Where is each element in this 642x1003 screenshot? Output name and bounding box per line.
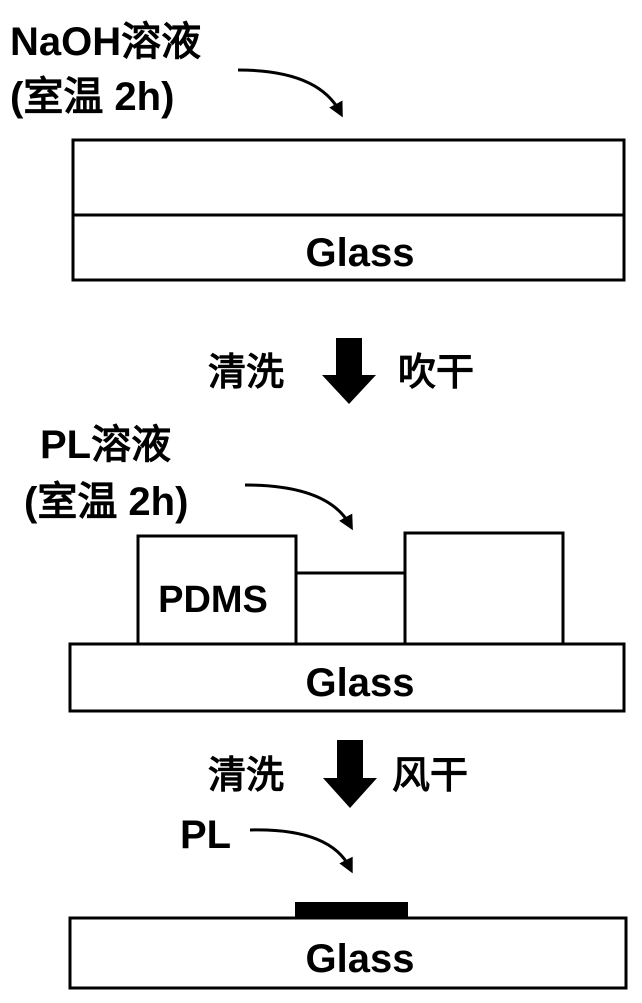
step1-condition-label: (室温 2h) — [10, 75, 174, 119]
step2-pdms-label: PDMS — [158, 579, 268, 621]
transition1-right-label: 吹干 — [398, 352, 474, 394]
transition1-left-label: 清洗 — [208, 352, 284, 394]
step3-pl-pattern — [295, 902, 408, 918]
transition2-down-arrow-icon — [323, 740, 377, 808]
transition2-left-label: 清洗 — [208, 755, 284, 797]
step3-curved-arrow — [250, 830, 350, 868]
step2-reagent-label: PL溶液 — [40, 423, 171, 467]
step3-glass-label: Glass — [306, 937, 415, 981]
step2-glass-label: Glass — [306, 661, 415, 705]
step2-pl-solution-channel — [296, 573, 405, 644]
step1-glass-label: Glass — [306, 231, 415, 275]
step2-pdms-block-right — [405, 533, 563, 644]
step1-reagent-label: NaOH溶液 — [10, 20, 201, 64]
transition1-down-arrow-icon — [322, 338, 376, 404]
step1-coating-layer — [73, 140, 624, 215]
step2-condition-label: (室温 2h) — [24, 480, 188, 524]
transition2-right-label: 风干 — [392, 755, 468, 797]
step3-product-label: PL — [180, 813, 231, 857]
step2-curved-arrow — [245, 485, 350, 525]
step1-curved-arrow — [238, 70, 340, 112]
